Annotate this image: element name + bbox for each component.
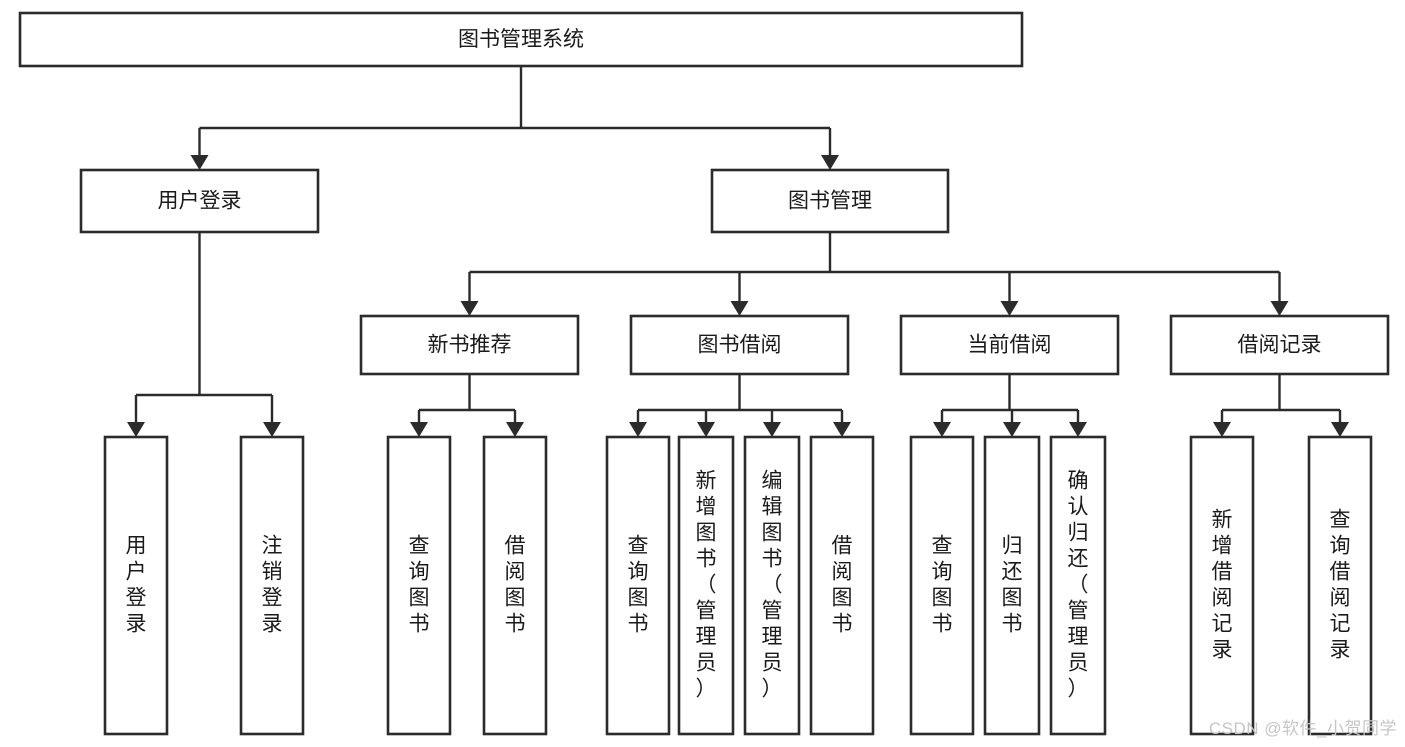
node-label-leaf-logout-login: 注销登录 [262,534,283,635]
node-box-user-login [79,168,320,234]
node-box-leaf-add-book-admin [677,435,735,736]
node-label-borrow-record: 借阅记录 [1238,334,1322,357]
node-box-leaf-confirm-return-admin [1049,435,1107,736]
node-box-leaf-return-book [983,435,1041,736]
node-label-new-book-recommend: 新书推荐 [428,334,512,357]
node-borrow-record[interactable]: 借阅记录 [1169,314,1390,376]
node-label-leaf-edit-book-admin: 编辑图书（管理员） [762,469,783,700]
node-leaf-borrow-book-recommend[interactable]: 借阅图书 [482,435,548,736]
node-box-leaf-query-book-current [909,435,975,736]
node-leaf-add-book-admin[interactable]: 新增图书（管理员） [677,435,735,736]
arrowhead-icon [697,422,715,437]
node-label-leaf-query-borrow-record: 查询借阅记录 [1330,508,1351,661]
node-box-new-book-recommend [359,314,580,376]
arrowhead-icon [629,422,647,437]
arrowhead-icon [1213,422,1231,437]
node-box-leaf-add-borrow-record [1189,435,1255,736]
arrowhead-icon [730,301,749,316]
arrowhead-icon [190,155,209,170]
arrowhead-icon [1270,301,1289,316]
node-box-borrow-record [1169,314,1390,376]
node-box-leaf-user-login [103,435,169,736]
node-leaf-add-borrow-record[interactable]: 新增借阅记录 [1189,435,1255,736]
arrowhead-icon [833,422,851,437]
node-box-root [18,11,1024,68]
node-leaf-borrow-book[interactable]: 借阅图书 [809,435,875,736]
node-root[interactable]: 图书管理系统 [18,11,1024,68]
arrowhead-icon [263,422,281,437]
node-label-root: 图书管理系统 [458,28,584,51]
node-label-leaf-borrow-book-recommend: 借阅图书 [505,534,526,635]
node-leaf-query-borrow-record[interactable]: 查询借阅记录 [1307,435,1373,736]
arrowhead-icon [763,422,781,437]
node-leaf-return-book[interactable]: 归还图书 [983,435,1041,736]
arrowhead-icon [933,422,951,437]
arrowhead-icon [506,422,524,437]
node-box-book-borrow [629,314,850,376]
arrowhead-icon [410,422,428,437]
node-label-leaf-add-borrow-record: 新增借阅记录 [1212,508,1233,661]
node-box-book-management [710,168,950,234]
node-box-current-borrow [899,314,1120,376]
node-label-leaf-borrow-book: 借阅图书 [832,534,853,635]
node-label-book-borrow: 图书借阅 [698,334,782,357]
node-leaf-query-book-borrow[interactable]: 查询图书 [605,435,671,736]
node-box-leaf-query-borrow-record [1307,435,1373,736]
connector-edges-layer [127,66,1349,437]
node-box-leaf-query-book-recommend [386,435,452,736]
node-label-leaf-query-book-borrow: 查询图书 [628,534,649,635]
node-book-management[interactable]: 图书管理 [710,168,950,234]
node-leaf-user-login[interactable]: 用户登录 [103,435,169,736]
arrowhead-icon [1069,422,1087,437]
node-book-borrow[interactable]: 图书借阅 [629,314,850,376]
node-leaf-edit-book-admin[interactable]: 编辑图书（管理员） [743,435,801,736]
node-current-borrow[interactable]: 当前借阅 [899,314,1120,376]
node-label-user-login: 用户登录 [158,190,242,213]
arrowhead-icon [127,422,145,437]
diagram-nodes-layer: 图书管理系统用户登录图书管理新书推荐图书借阅当前借阅借阅记录用户登录注销登录查询… [18,11,1390,736]
node-label-book-management: 图书管理 [788,190,872,213]
node-box-leaf-logout-login [239,435,305,736]
node-new-book-recommend[interactable]: 新书推荐 [359,314,580,376]
node-label-leaf-return-book: 归还图书 [1002,534,1023,635]
node-label-leaf-confirm-return-admin: 确认归还（管理员） [1068,469,1089,700]
node-leaf-query-book-recommend[interactable]: 查询图书 [386,435,452,736]
node-leaf-logout-login[interactable]: 注销登录 [239,435,305,736]
node-box-leaf-borrow-book [809,435,875,736]
node-leaf-query-book-current[interactable]: 查询图书 [909,435,975,736]
node-box-leaf-borrow-book-recommend [482,435,548,736]
node-label-current-borrow: 当前借阅 [968,334,1052,357]
node-label-leaf-user-login: 用户登录 [126,534,147,635]
arrowhead-icon [1331,422,1349,437]
arrowhead-icon [1003,422,1021,437]
node-label-leaf-add-book-admin: 新增图书（管理员） [696,469,717,700]
node-user-login[interactable]: 用户登录 [79,168,320,234]
node-box-leaf-query-book-borrow [605,435,671,736]
node-label-leaf-query-book-recommend: 查询图书 [409,534,430,635]
arrowhead-icon [460,301,479,316]
node-label-leaf-query-book-current: 查询图书 [932,534,953,635]
node-leaf-confirm-return-admin[interactable]: 确认归还（管理员） [1049,435,1107,736]
arrowhead-icon [1000,301,1019,316]
arrowhead-icon [821,155,839,170]
node-box-leaf-edit-book-admin [743,435,801,736]
